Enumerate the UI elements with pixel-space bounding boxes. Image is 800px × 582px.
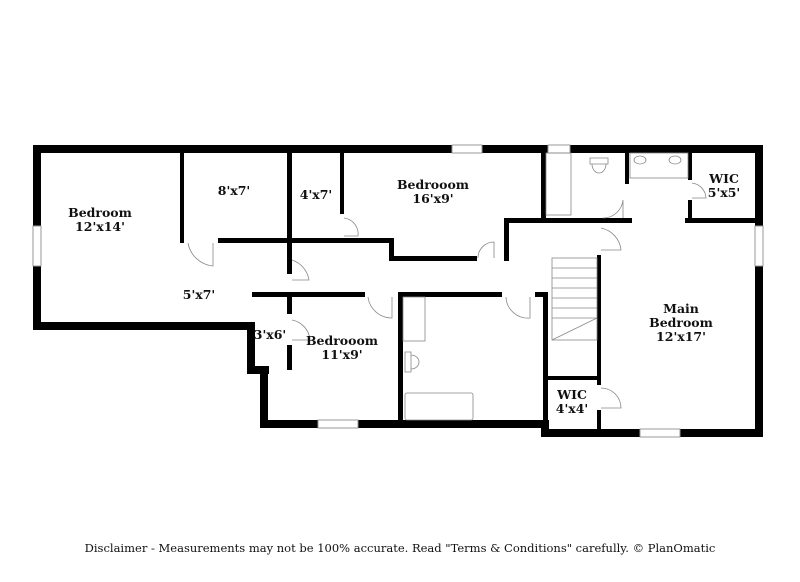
toilet-icon (404, 351, 420, 373)
bathtub-icon (545, 152, 572, 216)
bathtub-icon (404, 392, 474, 421)
sink-icon (402, 296, 426, 342)
room-closet-8x7-label: 8'x7' (217, 183, 251, 198)
toilet-icon (589, 157, 609, 174)
double-vanity-icon (629, 152, 689, 179)
fixtures (402, 152, 689, 421)
disclaimer-text: Disclaimer - Measurements may not be 100… (84, 541, 716, 555)
room-closet-3x6-label: 3'x6' (253, 327, 287, 342)
interior-walls (180, 148, 758, 430)
windows (32, 144, 764, 438)
stairs-icon (551, 257, 598, 341)
room-hall-5x7-label: 5'x7' (182, 287, 216, 302)
room-closet-4x7-label: 4'x7' (299, 187, 333, 202)
doors (187, 182, 707, 409)
